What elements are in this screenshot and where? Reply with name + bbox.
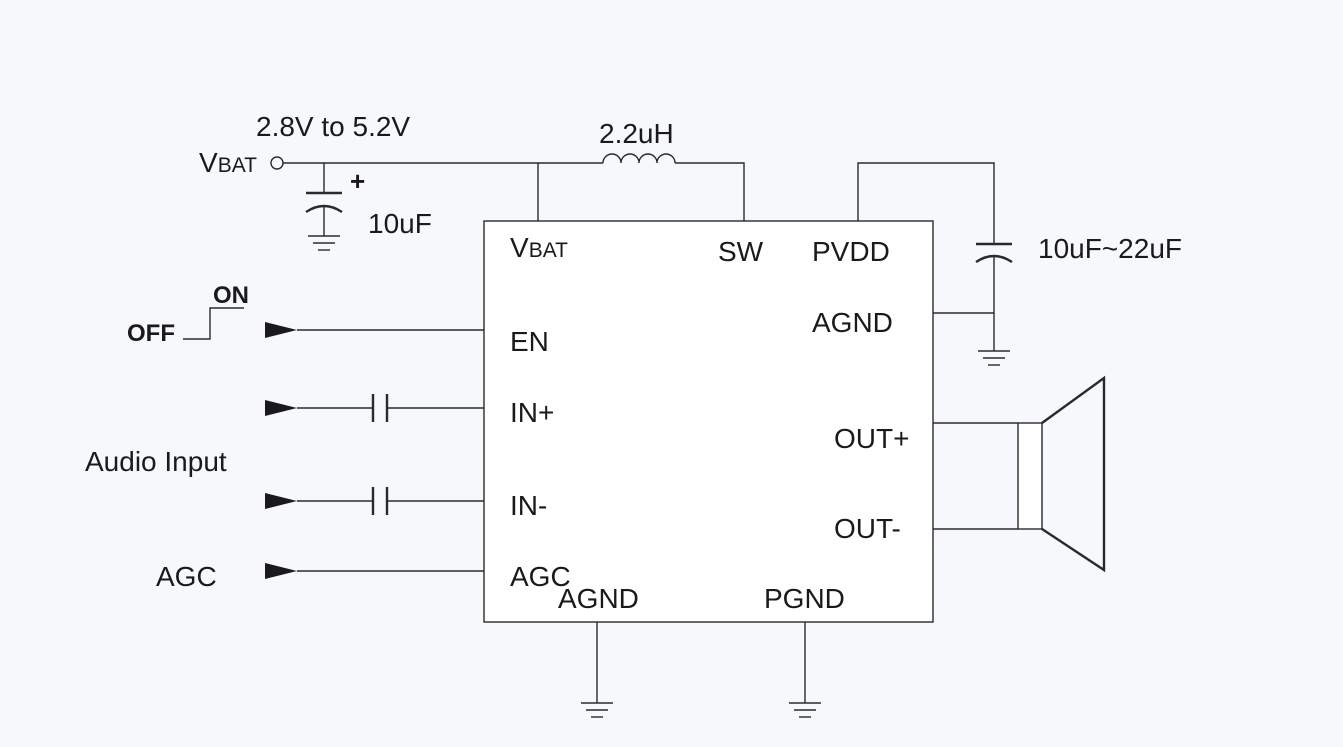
in-plus-coupling-capacitor — [371, 394, 389, 422]
agnd-ground — [581, 622, 613, 718]
vbat-terminal-label-main: V — [199, 147, 218, 178]
pin-out-minus: OUT- — [834, 513, 901, 544]
enable-switch: ON OFF — [127, 282, 484, 347]
pin-agnd-bottom: AGND — [558, 583, 639, 614]
pin-agnd-right: AGND — [812, 307, 893, 338]
output-cap-section: 10uF~22uF — [857, 162, 1182, 366]
pin-vbat-main: V — [510, 232, 529, 263]
switch-off-label: OFF — [127, 320, 175, 347]
pin-out-plus: OUT+ — [834, 423, 909, 454]
amplifier-ic — [483, 220, 934, 623]
supply-section: 2.8V to 5.2V VBAT + 10uF 2.2uH — [199, 111, 745, 251]
inductor — [602, 153, 676, 164]
pin-sw: SW — [718, 236, 764, 267]
pin-vbat-sub: BAT — [529, 239, 568, 262]
pin-in-plus: IN+ — [510, 397, 554, 428]
en-input-arrow — [265, 322, 297, 338]
agc-input-label: AGC — [156, 561, 217, 592]
speaker-icon — [933, 375, 1106, 573]
switch-on-label: ON — [213, 282, 249, 309]
input-cap-polarity: + — [350, 166, 365, 196]
agc-input-section: AGC — [156, 561, 484, 592]
input-capacitor — [305, 191, 343, 251]
in-minus-arrow — [265, 493, 297, 509]
ic-pin-labels: VBAT SW PVDD AGND EN IN+ IN- AGC AGND PG… — [510, 232, 909, 614]
agc-input-arrow — [265, 563, 297, 579]
pin-vbat: VBAT — [510, 232, 568, 263]
pin-pgnd: PGND — [764, 583, 845, 614]
input-cap-value: 10uF — [368, 208, 432, 239]
voltage-range-label: 2.8V to 5.2V — [256, 111, 410, 142]
output-cap-value: 10uF~22uF — [1038, 233, 1182, 264]
audio-input-label: Audio Input — [85, 446, 227, 477]
in-plus-arrow — [265, 400, 297, 416]
in-minus-coupling-capacitor — [371, 487, 389, 515]
vbat-terminal — [270, 156, 284, 170]
vbat-terminal-label: VBAT — [199, 147, 257, 178]
pgnd-ground — [789, 622, 821, 718]
pin-pvdd: PVDD — [812, 236, 890, 267]
pin-in-minus: IN- — [510, 490, 547, 521]
inductor-value: 2.2uH — [599, 118, 674, 149]
vbat-terminal-label-sub: BAT — [218, 154, 257, 177]
audio-input-section: Audio Input — [85, 394, 484, 515]
pin-agc: AGC — [510, 561, 571, 592]
supply-rail — [283, 162, 745, 221]
pin-en: EN — [510, 326, 549, 357]
